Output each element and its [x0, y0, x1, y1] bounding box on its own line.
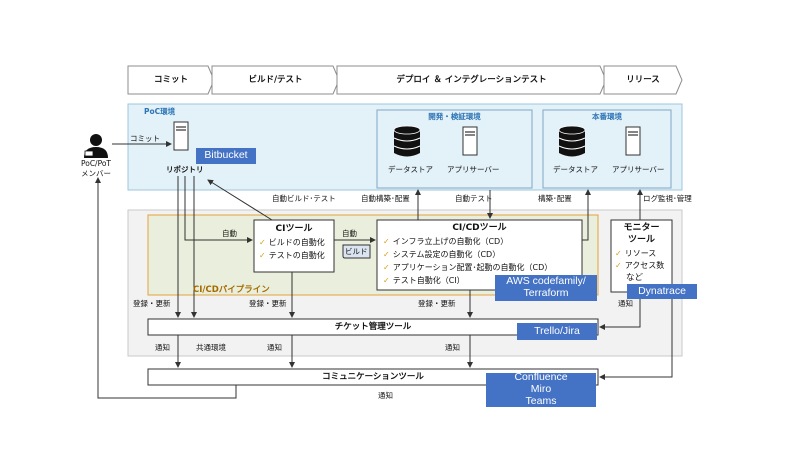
ci-tool-title: CIツール [275, 224, 313, 234]
label-notify-2: 通知 [267, 343, 282, 352]
comm-tools-badge: Confluence Miro Teams [486, 372, 596, 407]
phase-commit: コミット [153, 75, 188, 85]
ci-tool-item-build: ✓ビルドの自動化 [259, 238, 325, 247]
monitor-item-access: ✓アクセス数 [615, 261, 665, 270]
label-common-env: 共通環境 [196, 343, 226, 352]
label-auto-test: 自動テスト [455, 194, 493, 203]
prod-datastore-label: データストア [553, 165, 598, 174]
label-register-1: 登録・更新 [133, 299, 171, 308]
label-auto-2: 自動 [342, 229, 357, 238]
phase-commit-shape [127, 65, 215, 95]
check-icon: ✓ [259, 251, 266, 260]
check-icon: ✓ [615, 261, 622, 270]
check-icon: ✓ [383, 263, 390, 272]
label-register-3: 登録・更新 [418, 299, 456, 308]
prod-appserver-label: アプリサーバー [612, 165, 665, 174]
phase-deploy-shape [336, 65, 607, 95]
cicd-item-test: ✓テスト自動化（CI） [383, 276, 465, 285]
actor-label-line2: メンバー [81, 169, 111, 178]
flow-arrows [95, 141, 673, 399]
cicd-item-app: ✓アプリケーション配置･起動の自動化（CD） [383, 263, 553, 272]
cicd-item-system: ✓システム設定の自動化（CD） [383, 250, 501, 259]
label-notify-3: 通知 [445, 343, 460, 352]
repository-server-icon [173, 121, 189, 151]
comm-tool-label: コミュニケーションツール [322, 372, 424, 382]
bitbucket-badge: Bitbucket [196, 148, 256, 164]
ticket-tool-label: チケット管理ツール [334, 322, 412, 332]
monitor-item-resource: ✓リソース [615, 249, 657, 258]
dynatrace-badge: Dynatrace [627, 284, 697, 299]
dev-datastore-icon [393, 125, 421, 157]
build-badge: ビルド [345, 247, 368, 256]
pipeline-label: CI/CDパイプライン [193, 285, 270, 295]
label-notify-monitor: 通知 [618, 299, 633, 308]
ticket-bar [147, 318, 599, 336]
label-auto-1: 自動 [222, 229, 237, 238]
check-icon: ✓ [615, 249, 622, 258]
label-auto-build-test: 自動ビルド･テスト [272, 194, 336, 203]
check-icon: ✓ [383, 250, 390, 259]
phase-deploy-integration: デプロイ ＆ インテグレーションテスト [396, 75, 547, 85]
phase-release: リリース [626, 75, 660, 85]
actor-label-line1: PoC/PoT [80, 159, 112, 168]
repository-label: リポジトリ [166, 165, 204, 174]
monitor-tool-box [610, 219, 673, 293]
label-notify-4: 通知 [378, 391, 393, 400]
phase-build-test: ビルド/テスト [248, 75, 303, 85]
monitor-tool-title-1: モニター [623, 223, 660, 233]
check-icon: ✓ [383, 276, 390, 285]
person-icon [84, 134, 108, 158]
comm-bar [147, 368, 599, 386]
check-icon: ✓ [383, 237, 390, 246]
dev-appserver-label: アプリサーバー [447, 165, 500, 174]
prod-env-title: 本番環境 [592, 112, 622, 121]
label-log-monitor: ログ監視･管理 [643, 194, 692, 203]
phase-chevrons [127, 65, 683, 95]
label-register-2: 登録・更新 [249, 299, 287, 308]
monitor-item-etc: など [626, 273, 644, 283]
prod-appserver-icon [625, 126, 641, 156]
prod-datastore-icon [558, 125, 586, 157]
dev-env-title: 開発・検証環境 [428, 112, 481, 121]
cicd-tool-title: CI/CDツール [452, 223, 507, 233]
phase-release-shape [603, 65, 683, 95]
label-auto-build-deploy: 自動構築･配置 [361, 194, 410, 203]
ci-tool-item-test: ✓テストの自動化 [259, 251, 325, 260]
ci-tool-box [253, 219, 335, 273]
phase-build-shape [211, 65, 340, 95]
build-badge-shape [342, 244, 371, 259]
label-commit: コミット [130, 134, 160, 143]
aws-terraform-badge: AWS codefamily/ Terraform [495, 275, 597, 301]
trello-jira-badge: Trello/Jira [517, 323, 597, 340]
cicd-item-infra: ✓インフラ立上げの自動化（CD） [383, 237, 509, 246]
poc-env-title: PoC環境 [144, 107, 176, 116]
label-notify-1: 通知 [155, 343, 170, 352]
monitor-tool-title-2: ツール [627, 235, 655, 245]
check-icon: ✓ [259, 238, 266, 247]
label-build-deploy: 構築･配置 [538, 194, 572, 203]
dev-datastore-label: データストア [388, 165, 433, 174]
dev-appserver-icon [462, 126, 478, 156]
